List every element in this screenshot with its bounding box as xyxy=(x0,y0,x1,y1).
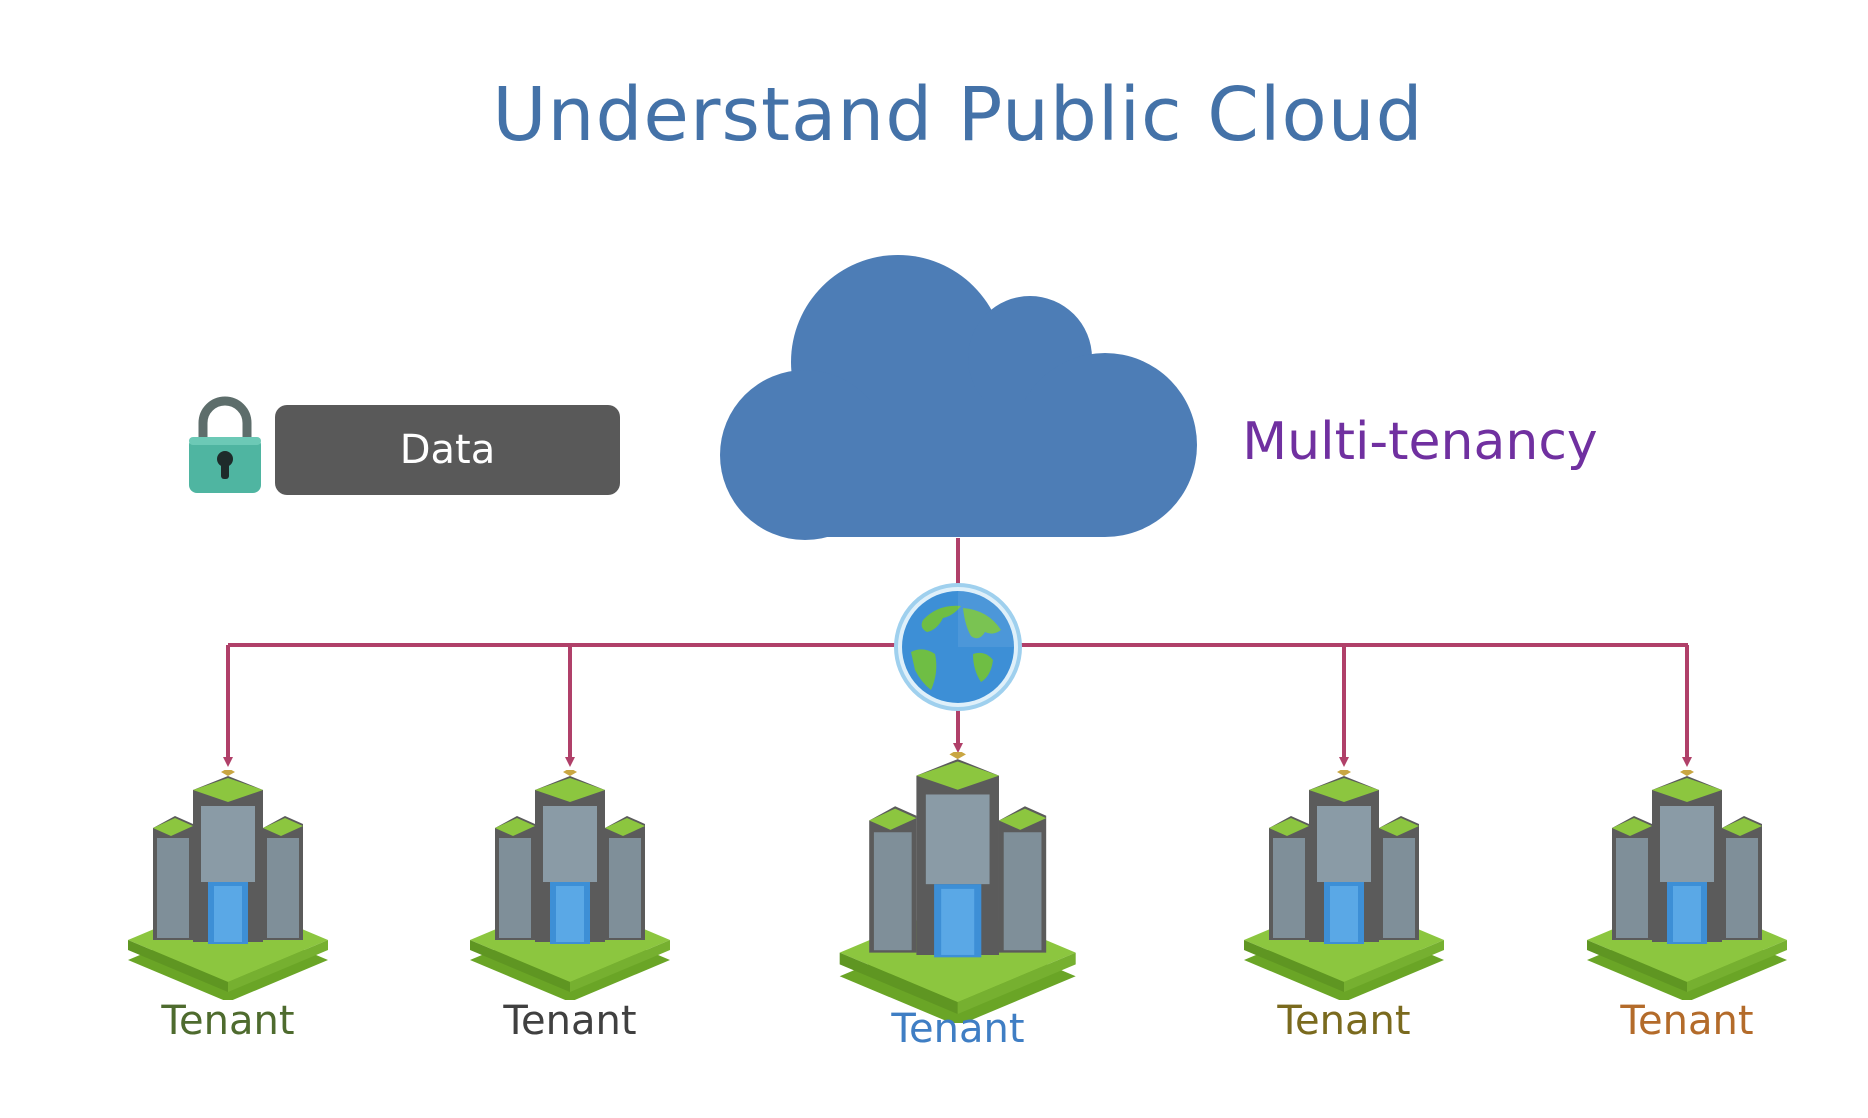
multitenancy-label: Multi-tenancy xyxy=(1242,412,1598,472)
office-building-icon xyxy=(1229,768,1459,1002)
office-building-icon xyxy=(455,768,685,1002)
tenant-label: Tenant xyxy=(503,998,637,1044)
office-building-icon xyxy=(113,768,343,1002)
office-building-icon xyxy=(822,749,1093,1026)
page-title: Understand Public Cloud xyxy=(492,72,1424,158)
padlock-icon xyxy=(189,396,261,493)
cloud-icon xyxy=(720,255,1197,540)
tenant-label: Tenant xyxy=(1277,998,1411,1044)
tenant-label: Tenant xyxy=(891,1006,1025,1052)
office-building-icon xyxy=(1572,768,1802,1002)
tenant-label: Tenant xyxy=(161,998,295,1044)
tenant-label: Tenant xyxy=(1620,998,1754,1044)
data-box: Data xyxy=(275,405,620,495)
globe-icon xyxy=(894,583,1022,711)
